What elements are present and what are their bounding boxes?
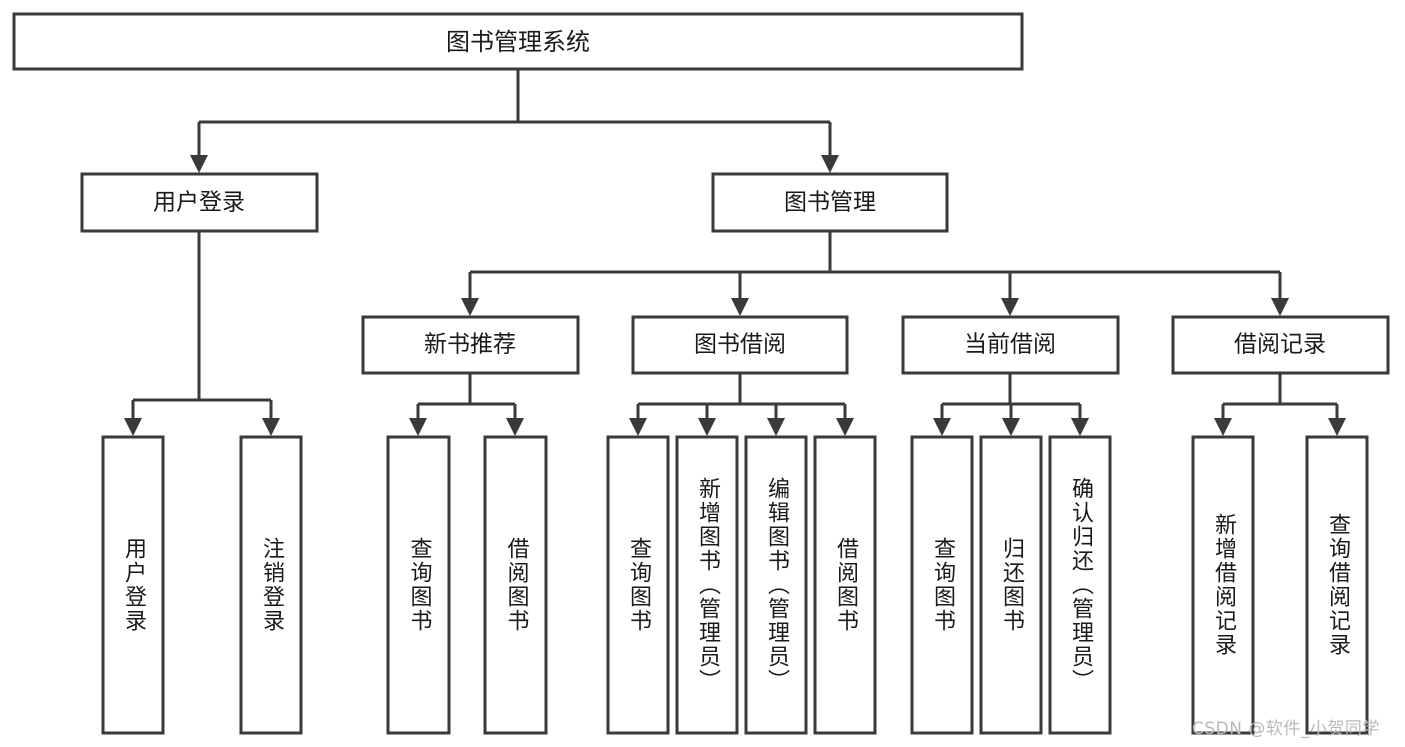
node-current-borrow-label: 当前借阅 (964, 332, 1056, 358)
arrow-leaf-bb-4 (836, 418, 854, 436)
node-book-management-label: 图书管理 (784, 190, 876, 216)
node-book-borrow[interactable] (631, 315, 849, 375)
csdn-watermark: CSDN @软件_小贺同学 (1192, 719, 1380, 739)
node-borrow-record-label: 借阅记录 (1234, 332, 1326, 358)
arrow-to-current-borrow (1001, 298, 1019, 316)
leaf-user-login-1[interactable] (101, 435, 165, 735)
connector-group-book-management (461, 232, 1289, 316)
leaf-current-borrow-3[interactable] (1048, 435, 1112, 735)
arrow-leaf-cb-3 (1071, 418, 1089, 436)
arrow-to-leaf-user-login (124, 418, 142, 436)
node-current-borrow[interactable] (901, 315, 1120, 375)
arrow-leaf-bb-3 (767, 418, 785, 436)
connector-group-new-book-recommend (409, 374, 524, 436)
arrow-leaf-bb-1 (629, 418, 647, 436)
node-user-login[interactable] (80, 172, 319, 233)
arrow-to-book-borrow (731, 298, 749, 316)
node-root-system[interactable] (12, 12, 1024, 71)
node-new-book-recommend[interactable] (361, 315, 580, 375)
arrow-to-book-management (821, 155, 839, 173)
node-book-borrow-label: 图书借阅 (694, 332, 786, 358)
leaf-book-borrow-3[interactable] (744, 435, 808, 735)
connector-group-root (190, 70, 839, 173)
arrow-leaf-cb-1 (933, 418, 951, 436)
leaf-book-borrow-4[interactable] (813, 435, 877, 735)
arrow-leaf-br-2 (1328, 418, 1346, 436)
arrow-leaf-nbr-2 (506, 418, 524, 436)
node-book-management[interactable] (711, 172, 949, 233)
arrow-leaf-br-1 (1214, 418, 1232, 436)
leaf-current-borrow-2[interactable] (979, 435, 1043, 735)
connector-group-book-borrow (629, 374, 854, 436)
leaf-new-book-recommend-2[interactable] (483, 435, 548, 735)
leaf-book-borrow-2[interactable] (675, 435, 739, 735)
leaf-new-book-recommend-1[interactable] (386, 435, 451, 735)
arrow-leaf-nbr-1 (409, 418, 427, 436)
connector-group-current-borrow (933, 374, 1089, 436)
node-new-book-recommend-label: 新书推荐 (424, 332, 516, 358)
arrow-leaf-cb-2 (1002, 418, 1020, 436)
connector-group-user-login (124, 232, 280, 436)
arrow-to-leaf-logout (262, 418, 280, 436)
arrow-to-user-login (190, 155, 208, 173)
arrow-leaf-bb-2 (698, 418, 716, 436)
connector-group-borrow-record (1214, 374, 1346, 436)
node-borrow-record[interactable] (1171, 315, 1390, 375)
leaf-user-login-2[interactable] (239, 435, 303, 735)
leaf-borrow-record-1[interactable] (1191, 435, 1255, 735)
leaf-book-borrow-1[interactable] (606, 435, 670, 735)
leaf-borrow-record-2[interactable] (1305, 435, 1369, 735)
leaf-current-borrow-1[interactable] (910, 435, 974, 735)
arrow-to-borrow-record (1271, 298, 1289, 316)
node-user-login-label: 用户登录 (153, 190, 245, 216)
node-root-system-label: 图书管理系统 (446, 28, 590, 56)
arrow-to-new-book-recommend (461, 298, 479, 316)
